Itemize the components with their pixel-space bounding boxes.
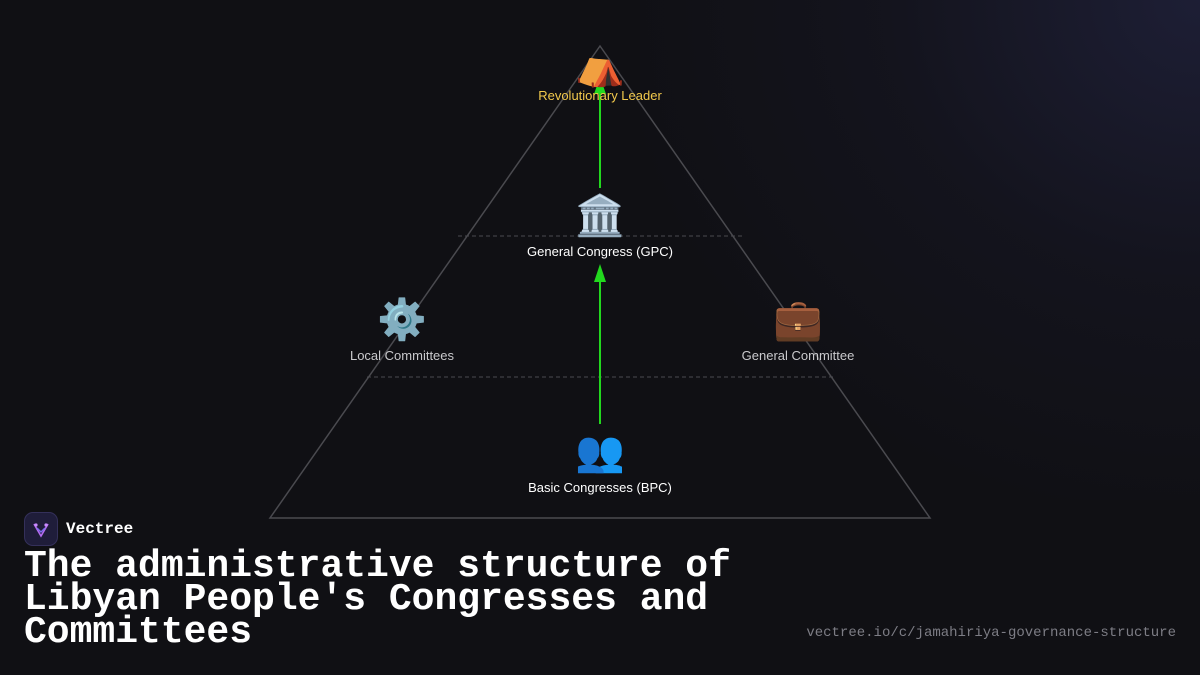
- node-label: General Committee: [741, 348, 855, 363]
- vectree-logo-icon: [24, 512, 58, 546]
- node-local-committees: ⚙️ Local Committees: [350, 298, 454, 363]
- classical-building-icon: 🏛️: [575, 194, 625, 238]
- page-title: The administrative structure of Libyan P…: [24, 545, 731, 654]
- source-url: vectree.io/c/jamahiriya-governance-struc…: [806, 625, 1176, 641]
- briefcase-icon: 💼: [773, 298, 823, 342]
- node-label: Local Committees: [349, 348, 455, 363]
- node-label: Revolutionary Leader: [538, 88, 662, 103]
- arrowhead-leader: [594, 77, 606, 94]
- node-general-committee: 💼 General Committee: [742, 298, 855, 363]
- brand: Vectree: [24, 512, 133, 546]
- people-icon: 👥: [575, 430, 625, 474]
- node-revolutionary-leader: ⛺ Revolutionary Leader: [538, 44, 662, 103]
- pyramid-outline: [268, 44, 932, 519]
- node-general-congress: 🏛️ General Congress (GPC): [527, 194, 673, 259]
- node-label: Basic Congresses (BPC): [528, 480, 672, 495]
- gear-icon: ⚙️: [377, 298, 427, 342]
- node-label: General Congress (GPC): [527, 244, 673, 259]
- arrowhead-gpc: [594, 264, 606, 282]
- brand-name: Vectree: [66, 520, 134, 538]
- node-basic-congresses: 👥 Basic Congresses (BPC): [528, 430, 672, 495]
- tent-icon: ⛺: [575, 44, 625, 88]
